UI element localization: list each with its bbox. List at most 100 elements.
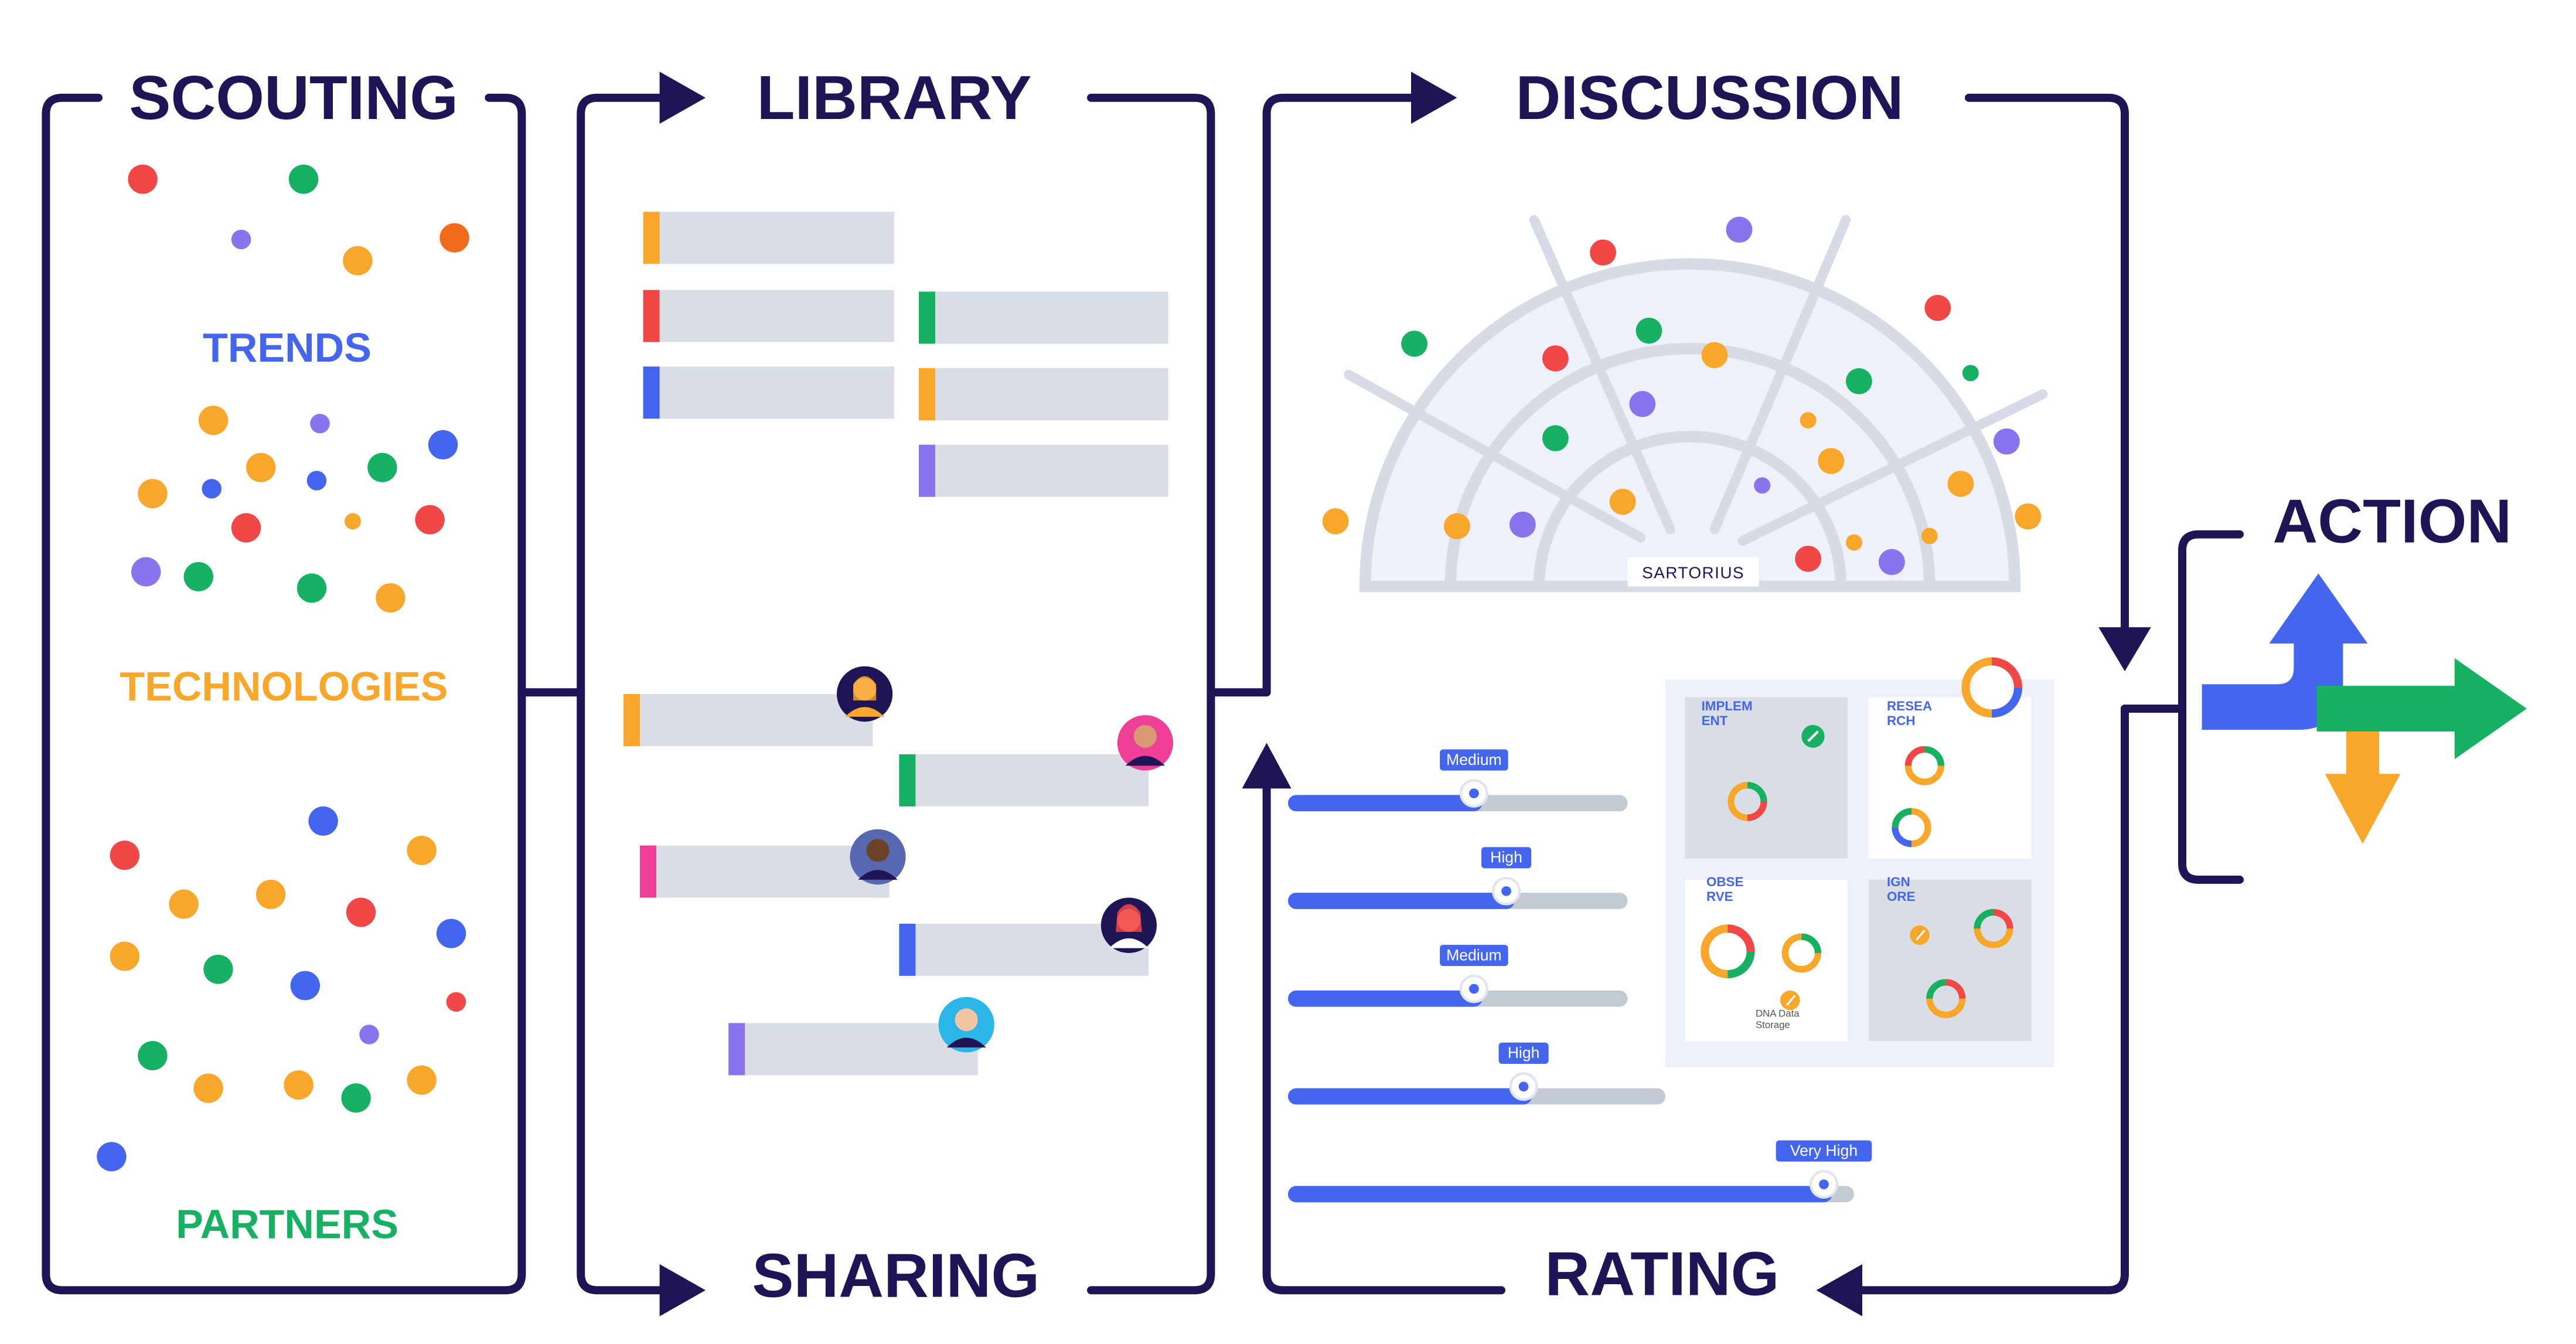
dot [446, 992, 466, 1012]
pin-icon [1780, 990, 1800, 1010]
avatar-icon [837, 666, 893, 722]
dot [346, 897, 376, 927]
donut [1904, 746, 1944, 785]
dot [407, 835, 437, 865]
library-cards [643, 212, 1168, 497]
radar-brand-plate [1627, 557, 1759, 587]
library-box-right [1086, 93, 1215, 1295]
label-trends: TRENDS [203, 325, 372, 370]
discussion-box-right [1965, 93, 2129, 648]
dot [97, 1142, 127, 1172]
slider-value-label: Medium [1446, 751, 1502, 768]
dot [428, 430, 458, 460]
slider-value-label: High [1490, 849, 1522, 866]
rating-slider[interactable]: Very High [1288, 1140, 1872, 1203]
dot [202, 479, 222, 499]
slider-knob-center [1819, 1179, 1829, 1189]
pin-icon [1910, 925, 1930, 945]
heading-rating: RATING [1545, 1240, 1779, 1309]
donut [1974, 909, 2013, 948]
dot [367, 452, 397, 482]
sharing-card [728, 1023, 978, 1076]
scouting-dots [97, 164, 469, 1172]
pin-icon [1801, 724, 1825, 748]
matrix-quadrant-implement [1685, 697, 1848, 859]
arrow-right-icon [2316, 658, 2527, 760]
slider-value-label: Very High [1790, 1142, 1858, 1159]
dot [288, 164, 319, 194]
donut [1961, 657, 2022, 718]
arrow-right-icon [1411, 72, 1457, 124]
dot [310, 413, 330, 434]
dot [306, 471, 327, 491]
discussion-radar: SARTORIUS [1322, 215, 2048, 593]
sharing-card [640, 845, 890, 898]
slider-value-badge [1440, 749, 1508, 771]
radar-dots [1322, 216, 2042, 576]
donut [1727, 782, 1767, 821]
slider-value-badge [1481, 847, 1532, 869]
matrix-quadrant-observe [1685, 879, 1848, 1042]
radar-inner-ring [1533, 431, 1847, 587]
sharing-card [623, 694, 873, 746]
rating-return-line [1850, 705, 2129, 1295]
dot [343, 246, 373, 275]
library-bracket [577, 93, 677, 1295]
headings: SCOUTING LIBRARY DISCUSSION ACTION SHARI… [129, 63, 2512, 1310]
library-card [919, 291, 1168, 344]
dot [436, 918, 466, 948]
avatar-icon [938, 996, 994, 1053]
avatar-icon [850, 829, 906, 885]
arrow-right-icon [659, 72, 706, 124]
slider-value-badge [1776, 1140, 1872, 1162]
sharing-card-tag [623, 694, 640, 746]
dot [231, 229, 251, 250]
arrow-down-icon [2325, 716, 2401, 844]
dot [290, 971, 320, 1001]
arrow-left-icon [1816, 1264, 1862, 1316]
library-card [643, 366, 894, 419]
arrowheads [659, 72, 2151, 1316]
dot [439, 223, 469, 253]
dot [198, 406, 229, 435]
rating-slider[interactable]: Medium [1288, 749, 1628, 812]
slider-knob-center [1468, 984, 1479, 994]
rating-slider[interactable]: High [1288, 847, 1628, 909]
dot [308, 806, 338, 836]
dot [138, 479, 168, 509]
dot [203, 954, 233, 984]
rating-slider[interactable]: Medium [1288, 945, 1628, 1007]
dot [341, 1083, 371, 1113]
donut [1892, 808, 1931, 848]
radar-spokes [1344, 215, 2048, 546]
library-card [643, 290, 894, 342]
heading-action: ACTION [2272, 487, 2512, 556]
slider-value-label: High [1508, 1044, 1540, 1061]
slider-value-badge [1440, 945, 1508, 967]
dot [193, 1073, 223, 1103]
sharing-card-tag [899, 923, 916, 976]
dot [297, 573, 327, 603]
library-card-tag [643, 290, 660, 342]
dot [138, 1041, 168, 1071]
dot [110, 841, 139, 870]
rating-slider[interactable]: High [1288, 1042, 1665, 1105]
dot [128, 164, 158, 194]
avatar-icon [1117, 715, 1173, 771]
donut [1781, 933, 1821, 973]
arrow-right-icon [659, 1264, 706, 1316]
dot [376, 583, 406, 613]
scouting-labels: TRENDS TECHNOLOGIES PARTNERS [120, 325, 448, 1247]
library-card-tag [643, 366, 660, 419]
label-partners: PARTNERS [176, 1202, 398, 1247]
slider-knob-center [1501, 886, 1511, 896]
library-discussion-connector [1207, 93, 1429, 697]
dot [415, 505, 445, 535]
dot [131, 557, 161, 587]
slider-value-badge [1498, 1042, 1549, 1064]
